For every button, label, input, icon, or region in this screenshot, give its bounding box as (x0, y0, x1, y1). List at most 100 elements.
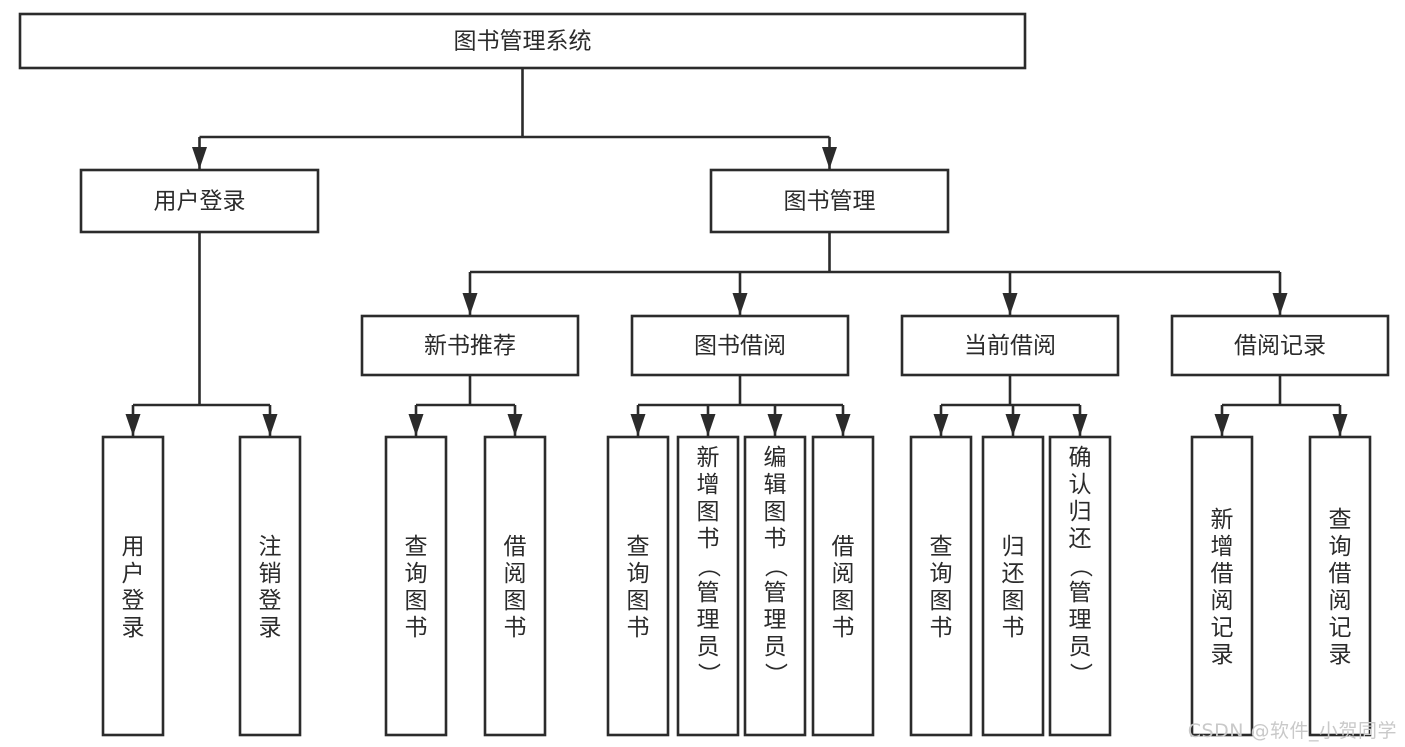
node-label-char: 书 (405, 615, 428, 641)
node-root-root[interactable]: 图书管理系统 (18, 12, 1027, 70)
node-current-borrow[interactable]: 当前借阅 (900, 314, 1120, 377)
node-label-char: 图 (930, 588, 953, 614)
node-book-manage[interactable]: 图书管理 (709, 168, 950, 234)
node-label-char: 图 (405, 588, 428, 614)
node-label: 图书借阅 (694, 333, 786, 359)
node-label-char: 编 (764, 445, 787, 471)
node-label-char: 认 (1069, 472, 1092, 498)
node-box (811, 435, 875, 737)
node-label-char: 员 (1069, 634, 1092, 660)
node-label-char: 查 (405, 534, 428, 560)
node-label-char: 新 (697, 445, 720, 471)
node-label-char: 图 (1002, 588, 1025, 614)
node-label-char: 阅 (504, 561, 527, 587)
arrow-head-icon (408, 414, 424, 436)
arrow-head-icon (1072, 414, 1088, 436)
node-label-char: 书 (697, 526, 720, 552)
node-label-char: 还 (1069, 526, 1092, 552)
node-label-char: 图 (832, 588, 855, 614)
node-box (981, 435, 1045, 737)
node-label: 当前借阅 (964, 333, 1056, 359)
node-box (360, 314, 580, 377)
node-label-char: 管 (764, 580, 787, 606)
node-label-char: 理 (1069, 607, 1092, 633)
node-label-char: 询 (930, 561, 953, 587)
node-label: 图书管理 (784, 189, 876, 215)
node-label-char: ） (762, 663, 788, 686)
node-label-char: 管 (1069, 580, 1092, 606)
node-box (630, 314, 850, 377)
node-box (1190, 435, 1254, 737)
node-label-char: 注 (259, 534, 282, 560)
node-label-char: 书 (832, 615, 855, 641)
arrow-head-icon (732, 293, 748, 315)
arrow-head-icon (1214, 414, 1230, 436)
arrow-head-icon (1272, 293, 1288, 315)
node-label-char: 理 (697, 607, 720, 633)
node-label-char: 询 (1329, 534, 1352, 560)
node-label-char: 借 (504, 534, 527, 560)
node-label-char: 确 (1069, 445, 1092, 471)
node-leaf-user-login[interactable]: 用户登录 (101, 435, 165, 737)
diagram-nodes: 图书管理系统用户登录图书管理新书推荐图书借阅当前借阅借阅记录用户登录注销登录查询… (18, 12, 1390, 737)
node-label: 图书管理系统 (454, 29, 592, 55)
node-box (606, 435, 670, 737)
node-box (384, 435, 448, 737)
node-box (101, 435, 165, 737)
node-label-char: 书 (627, 615, 650, 641)
arrow-head-icon (1005, 414, 1021, 436)
node-label-char: 书 (1002, 615, 1025, 641)
node-label-char: 图 (504, 588, 527, 614)
node-label-char: 录 (259, 615, 282, 641)
node-label-char: 新 (1211, 507, 1234, 533)
arrow-head-icon (933, 414, 949, 436)
node-box (743, 435, 807, 737)
node-box (1170, 314, 1390, 377)
arrow-head-icon (125, 414, 141, 436)
node-user-login[interactable]: 用户登录 (79, 168, 320, 234)
arrow-head-icon (822, 147, 837, 169)
arrow-head-icon (767, 414, 783, 436)
node-label-char: 理 (764, 607, 787, 633)
node-box (676, 435, 740, 737)
node-label-char: 查 (1329, 507, 1352, 533)
node-label-char: 登 (122, 588, 145, 614)
node-label-char: ） (695, 663, 721, 686)
node-label-char: 还 (1002, 561, 1025, 587)
node-label-char: （ (1067, 555, 1093, 578)
node-label-char: 录 (1329, 642, 1352, 668)
node-label-char: 阅 (1211, 588, 1234, 614)
node-borrow-record[interactable]: 借阅记录 (1170, 314, 1390, 377)
node-label-char: 书 (504, 615, 527, 641)
arrow-head-icon (262, 414, 278, 436)
node-new-book-recommend[interactable]: 新书推荐 (360, 314, 580, 377)
node-book-borrow[interactable]: 图书借阅 (630, 314, 850, 377)
node-label-char: 用 (122, 534, 145, 560)
node-label-char: ） (1067, 663, 1093, 686)
node-box (709, 168, 950, 234)
arrow-head-icon (192, 147, 207, 169)
node-label-char: 借 (1329, 561, 1352, 587)
node-label-char: 借 (1211, 561, 1234, 587)
node-label-char: 阅 (1329, 588, 1352, 614)
node-label-char: 查 (930, 534, 953, 560)
node-label-char: 书 (764, 526, 787, 552)
node-label-char: 录 (122, 615, 145, 641)
node-label-char: （ (695, 555, 721, 578)
node-label-char: 归 (1002, 534, 1025, 560)
node-label-char: 图 (697, 499, 720, 525)
connector-edges (125, 68, 1348, 436)
